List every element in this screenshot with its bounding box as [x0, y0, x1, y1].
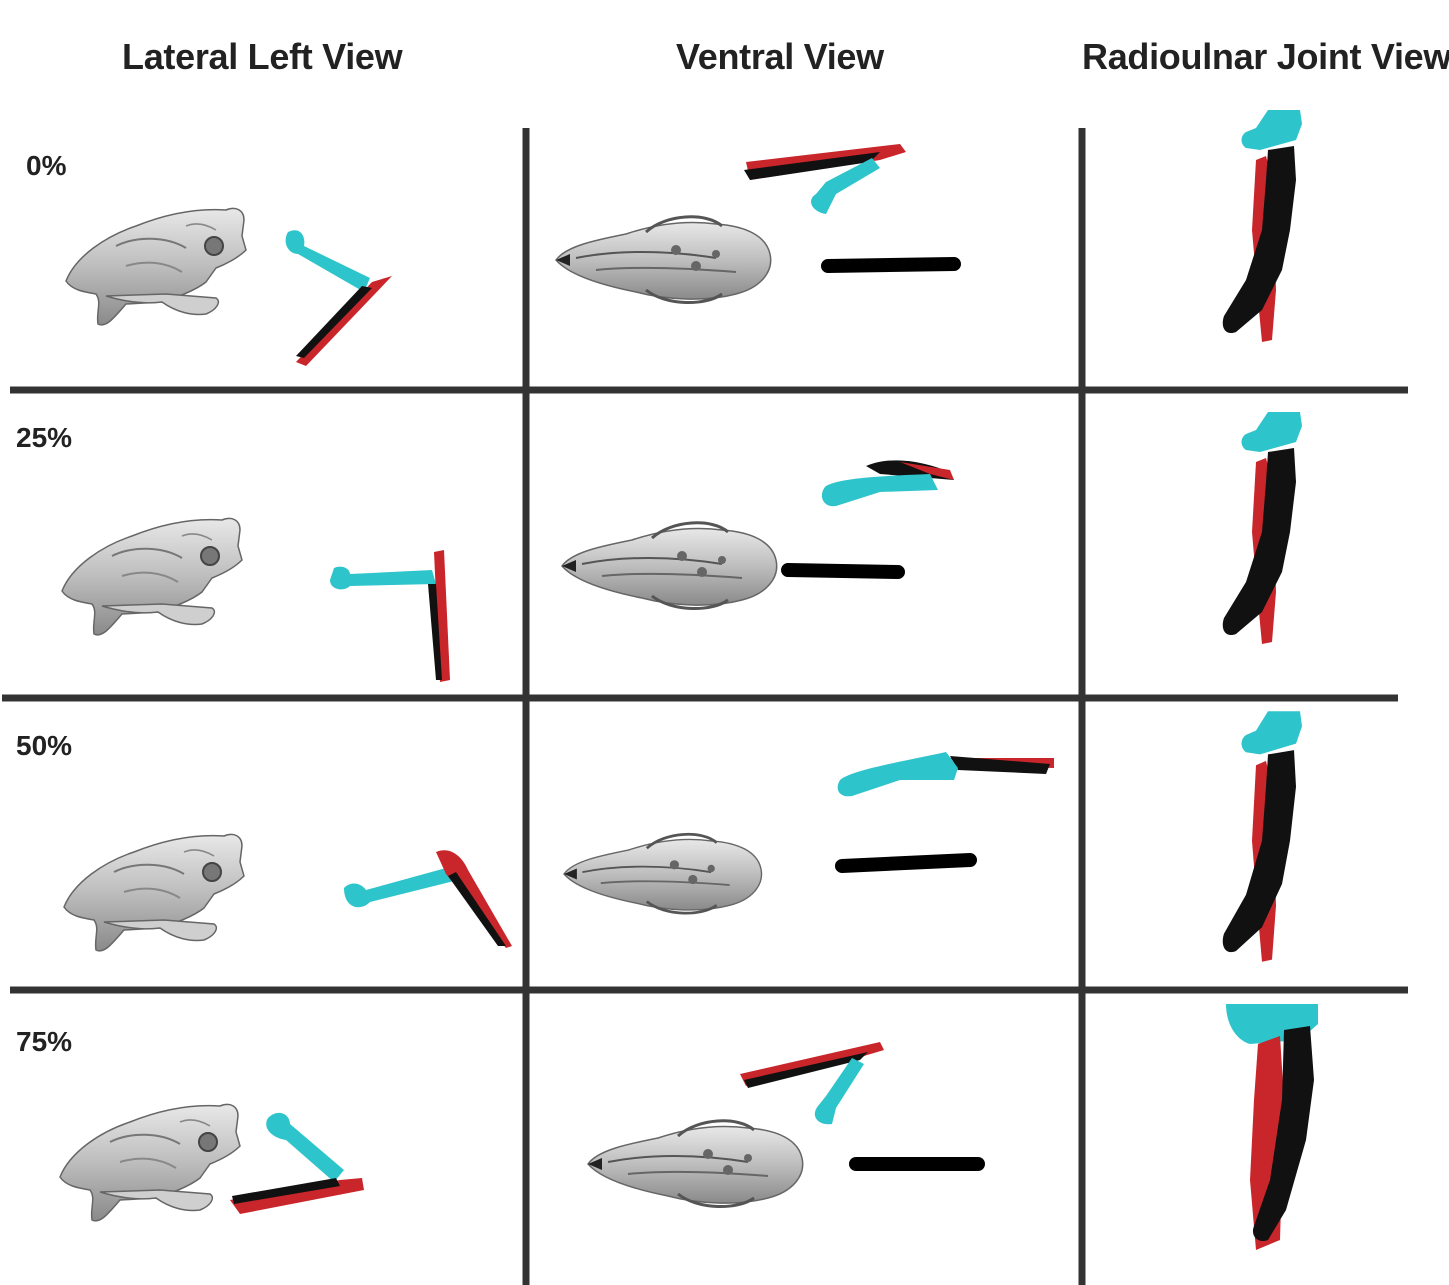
humerus-ventral-50	[837, 752, 958, 797]
row-50-ventral-panel	[562, 752, 1054, 915]
ulna-ventral-75	[744, 1052, 868, 1088]
ulna-ventral-0	[744, 152, 880, 180]
row-25-lateral-panel	[61, 517, 450, 682]
panel-grid	[2, 128, 1408, 1285]
radioulnar-0	[1222, 110, 1302, 342]
skull-lateral-0	[65, 207, 247, 326]
row-25-ventral-panel	[560, 460, 954, 611]
row-label-0: 0%	[26, 150, 67, 181]
skull-ventral-50	[562, 832, 763, 915]
row-0-ventral-panel	[554, 144, 961, 305]
scale-bar-0	[821, 257, 961, 273]
header-lateral-left-view: Lateral Left View	[122, 36, 403, 77]
row-label-50: 50%	[16, 730, 73, 761]
row-label-25: 25%	[16, 422, 73, 453]
radius-ventral-25	[900, 462, 954, 480]
skull-ventral-0	[554, 215, 773, 305]
skull-lateral-25	[61, 517, 243, 636]
ulna-ventral-50	[950, 756, 1050, 774]
humerus-75	[266, 1112, 344, 1182]
ulna-75	[232, 1178, 340, 1204]
radioulnar-50	[1222, 711, 1302, 962]
radius-25	[434, 550, 450, 682]
ulna-0	[296, 286, 372, 358]
row-label-75: 75%	[16, 1026, 73, 1057]
ulna-25	[428, 584, 442, 680]
humerus-ventral-75	[814, 1058, 864, 1125]
ulna-50	[448, 872, 506, 946]
radioulnar-75	[1226, 1004, 1318, 1250]
skull-lateral-50	[63, 833, 245, 952]
skull-ventral-75	[586, 1119, 805, 1209]
row-75-ventral-panel	[586, 1042, 985, 1209]
scale-bar-50	[835, 853, 977, 873]
ulna-ventral-25	[866, 460, 954, 480]
humerus-ventral-0	[811, 158, 880, 214]
humerus-25	[330, 566, 436, 590]
row-75-lateral-panel	[59, 1103, 364, 1222]
header-radioulnar-joint-view: Radioulnar Joint View	[1082, 36, 1449, 77]
skull-ventral-25	[560, 521, 779, 611]
humerus-0	[285, 230, 370, 292]
humerus-50	[344, 868, 458, 908]
humerus-ventral-25	[821, 474, 938, 507]
row-50-lateral-panel	[63, 833, 512, 952]
skull-lateral-75	[59, 1103, 241, 1222]
row-0-lateral-panel	[65, 207, 392, 366]
radioulnar-25	[1222, 412, 1302, 644]
header-ventral-view: Ventral View	[676, 36, 884, 77]
radius-0	[296, 276, 392, 366]
scale-bar-25	[781, 563, 905, 579]
